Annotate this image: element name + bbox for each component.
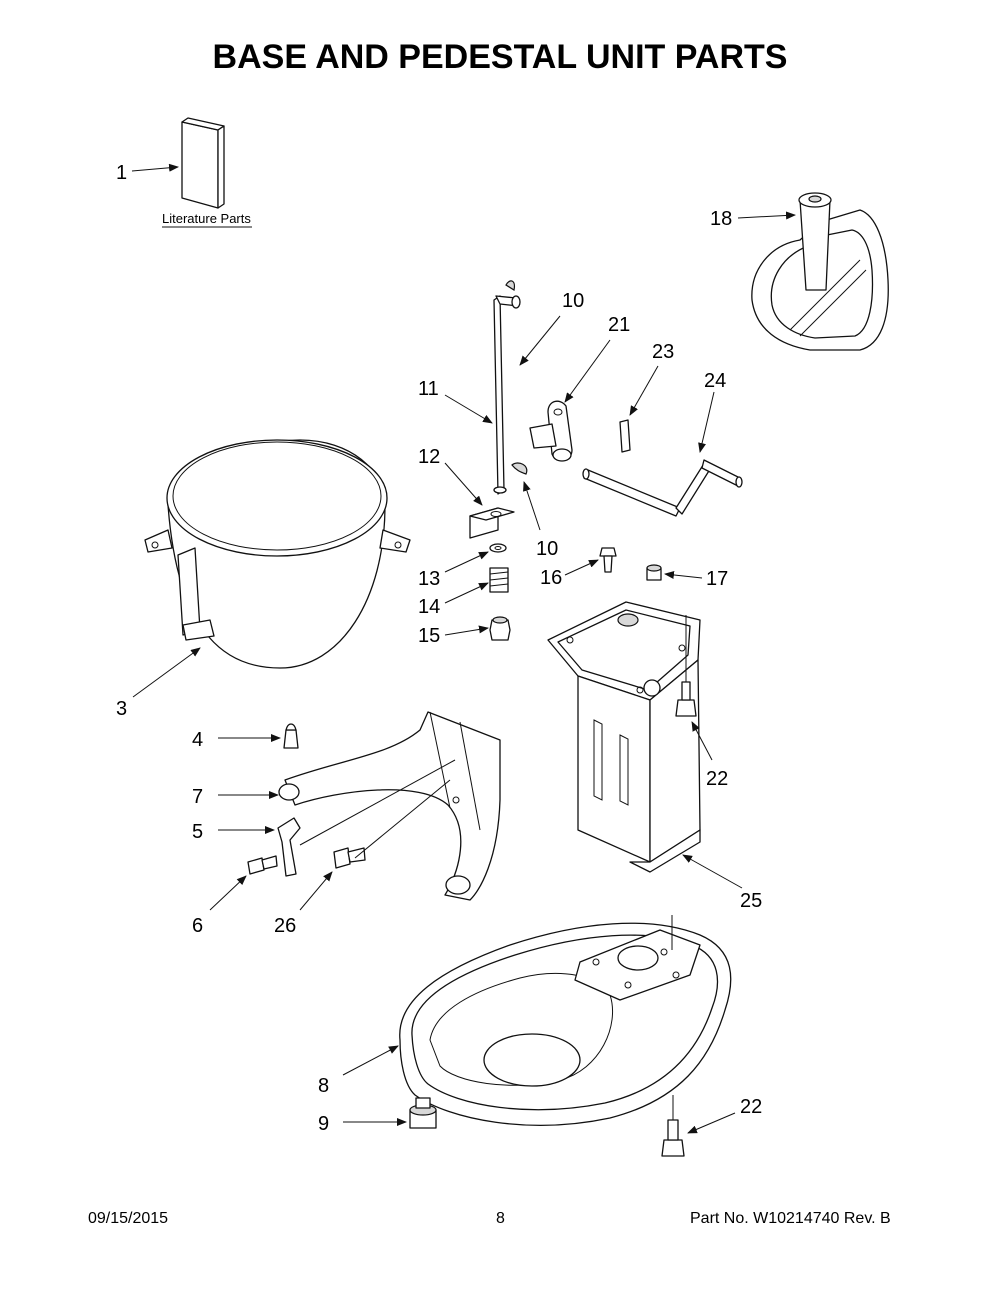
- literature-parts-label: Literature Parts: [162, 211, 251, 226]
- callout-13: 13: [418, 568, 440, 590]
- base-icon: [399, 922, 732, 1126]
- crank-handle-icon: [582, 459, 743, 517]
- footer-page-number: 8: [496, 1210, 505, 1227]
- screw-icon: [333, 847, 366, 869]
- footer-date: 09/15/2015: [88, 1210, 169, 1227]
- screw-icon: [247, 855, 278, 875]
- spring-icon: [489, 567, 509, 593]
- screw-icon: [599, 547, 617, 573]
- callout-4: 4: [192, 729, 203, 751]
- screw-icon: [675, 681, 697, 717]
- spring-clip-icon: [277, 817, 301, 877]
- page-title: BASE AND PEDESTAL UNIT PARTS: [212, 38, 788, 76]
- callout-18: 18: [710, 208, 732, 230]
- callout-23: 23: [652, 341, 674, 363]
- callout-17: 17: [706, 568, 728, 590]
- callout-9: 9: [318, 1113, 329, 1135]
- washer-icon: [489, 543, 507, 553]
- flat-beater-icon: [751, 192, 889, 351]
- callout-26: 26: [274, 915, 296, 937]
- callout-14: 14: [418, 596, 440, 618]
- rubber-foot-icon: [409, 1097, 437, 1129]
- plug-icon: [646, 564, 662, 581]
- bowl-support-icon: [278, 711, 501, 901]
- callout-22-top: 22: [706, 768, 728, 790]
- pin-icon: [283, 723, 299, 749]
- roll-pin-icon: [619, 419, 631, 453]
- callout-24: 24: [704, 370, 726, 392]
- clip-icon: [511, 462, 528, 475]
- pedestal-icon: [547, 601, 701, 873]
- nut-icon: [489, 616, 511, 641]
- callout-16: 16: [540, 567, 562, 589]
- callout-12: 12: [418, 446, 440, 468]
- lift-lever-icon: [529, 400, 573, 462]
- callout-6: 6: [192, 915, 203, 937]
- callout-7: 7: [192, 786, 203, 808]
- callout-15: 15: [418, 625, 440, 647]
- callout-25: 25: [740, 890, 762, 912]
- callout-22-bottom: 22: [740, 1096, 762, 1118]
- callout-21: 21: [608, 314, 630, 336]
- literature-parts-icon: [181, 117, 225, 209]
- bracket-icon: [469, 507, 515, 539]
- callout-8: 8: [318, 1075, 329, 1097]
- bowl-icon: [144, 439, 411, 669]
- lift-rod-icon: [493, 280, 521, 495]
- callout-11: 11: [418, 378, 439, 400]
- footer-part-number: Part No. W10214740 Rev. B: [690, 1210, 891, 1227]
- callout-10-bottom: 10: [536, 538, 558, 560]
- callout-5: 5: [192, 821, 203, 843]
- callout-1: 1: [116, 162, 127, 184]
- callout-3: 3: [116, 698, 127, 720]
- screw-icon: [661, 1119, 685, 1157]
- callout-10-top: 10: [562, 290, 584, 312]
